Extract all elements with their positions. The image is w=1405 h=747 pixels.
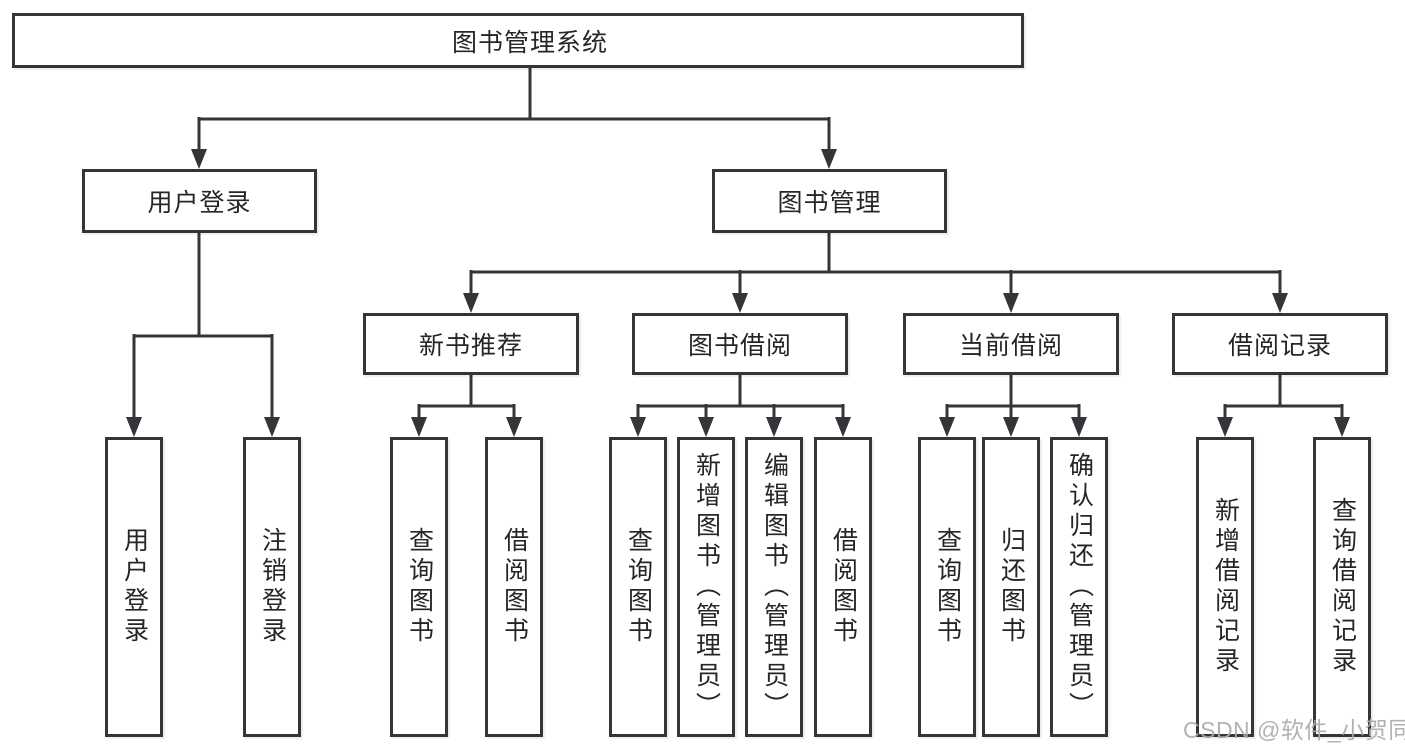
node-root: 图书管理系统 <box>12 13 1024 68</box>
leaf-add-borrow-record-label: 新增借阅记录 <box>1211 497 1240 677</box>
node-user-login-label: 用户登录 <box>147 189 252 217</box>
node-user-login: 用户登录 <box>82 169 317 233</box>
leaf-confirm-return-admin-label: 确认归还（管理员） <box>1065 452 1094 722</box>
leaf-user-login-label: 用户登录 <box>120 527 149 647</box>
node-root-label: 图书管理系统 <box>451 28 608 57</box>
leaf-query-books-current: 查询图书 <box>918 437 976 737</box>
leaf-borrow-books-borrow: 借阅图书 <box>814 437 872 737</box>
leaf-query-books-borrow: 查询图书 <box>609 437 667 737</box>
leaf-confirm-return-admin: 确认归还（管理员） <box>1050 437 1108 737</box>
leaf-add-borrow-record: 新增借阅记录 <box>1196 437 1254 737</box>
node-book-borrowing-label: 图书借阅 <box>687 332 792 360</box>
node-borrowing-records-label: 借阅记录 <box>1227 332 1332 360</box>
leaf-edit-book-admin: 编辑图书（管理员） <box>745 437 803 737</box>
leaf-query-books-recommend-label: 查询图书 <box>405 527 434 647</box>
leaf-return-books: 归还图书 <box>982 437 1040 737</box>
node-book-management-label: 图书管理 <box>777 189 882 217</box>
leaf-borrow-books-recommend-label: 借阅图书 <box>500 527 529 647</box>
leaf-query-books-current-label: 查询图书 <box>933 527 962 647</box>
leaf-logout: 注销登录 <box>243 437 301 737</box>
node-current-borrowing: 当前借阅 <box>903 313 1119 375</box>
node-new-book-recommend: 新书推荐 <box>363 313 579 375</box>
leaf-borrow-books-borrow-label: 借阅图书 <box>829 527 858 647</box>
node-book-management: 图书管理 <box>712 169 947 233</box>
leaf-return-books-label: 归还图书 <box>997 527 1026 647</box>
csdn-watermark: CSDN @软件_小贺同学 <box>1183 717 1405 743</box>
leaf-logout-label: 注销登录 <box>258 527 287 647</box>
node-borrowing-records: 借阅记录 <box>1172 313 1388 375</box>
arrowheads <box>126 149 1350 437</box>
node-book-borrowing: 图书借阅 <box>632 313 848 375</box>
leaf-edit-book-admin-label: 编辑图书（管理员） <box>760 452 789 722</box>
leaf-add-book-admin-label: 新增图书（管理员） <box>692 452 721 722</box>
leaf-borrow-books-recommend: 借阅图书 <box>485 437 543 737</box>
leaf-query-borrow-record: 查询借阅记录 <box>1313 437 1371 737</box>
leaf-user-login: 用户登录 <box>105 437 163 737</box>
leaf-query-books-recommend: 查询图书 <box>390 437 448 737</box>
leaf-query-books-borrow-label: 查询图书 <box>624 527 653 647</box>
leaf-add-book-admin: 新增图书（管理员） <box>677 437 735 737</box>
node-current-borrowing-label: 当前借阅 <box>958 332 1063 360</box>
leaf-query-borrow-record-label: 查询借阅记录 <box>1328 497 1357 677</box>
node-new-book-recommend-label: 新书推荐 <box>418 332 523 360</box>
